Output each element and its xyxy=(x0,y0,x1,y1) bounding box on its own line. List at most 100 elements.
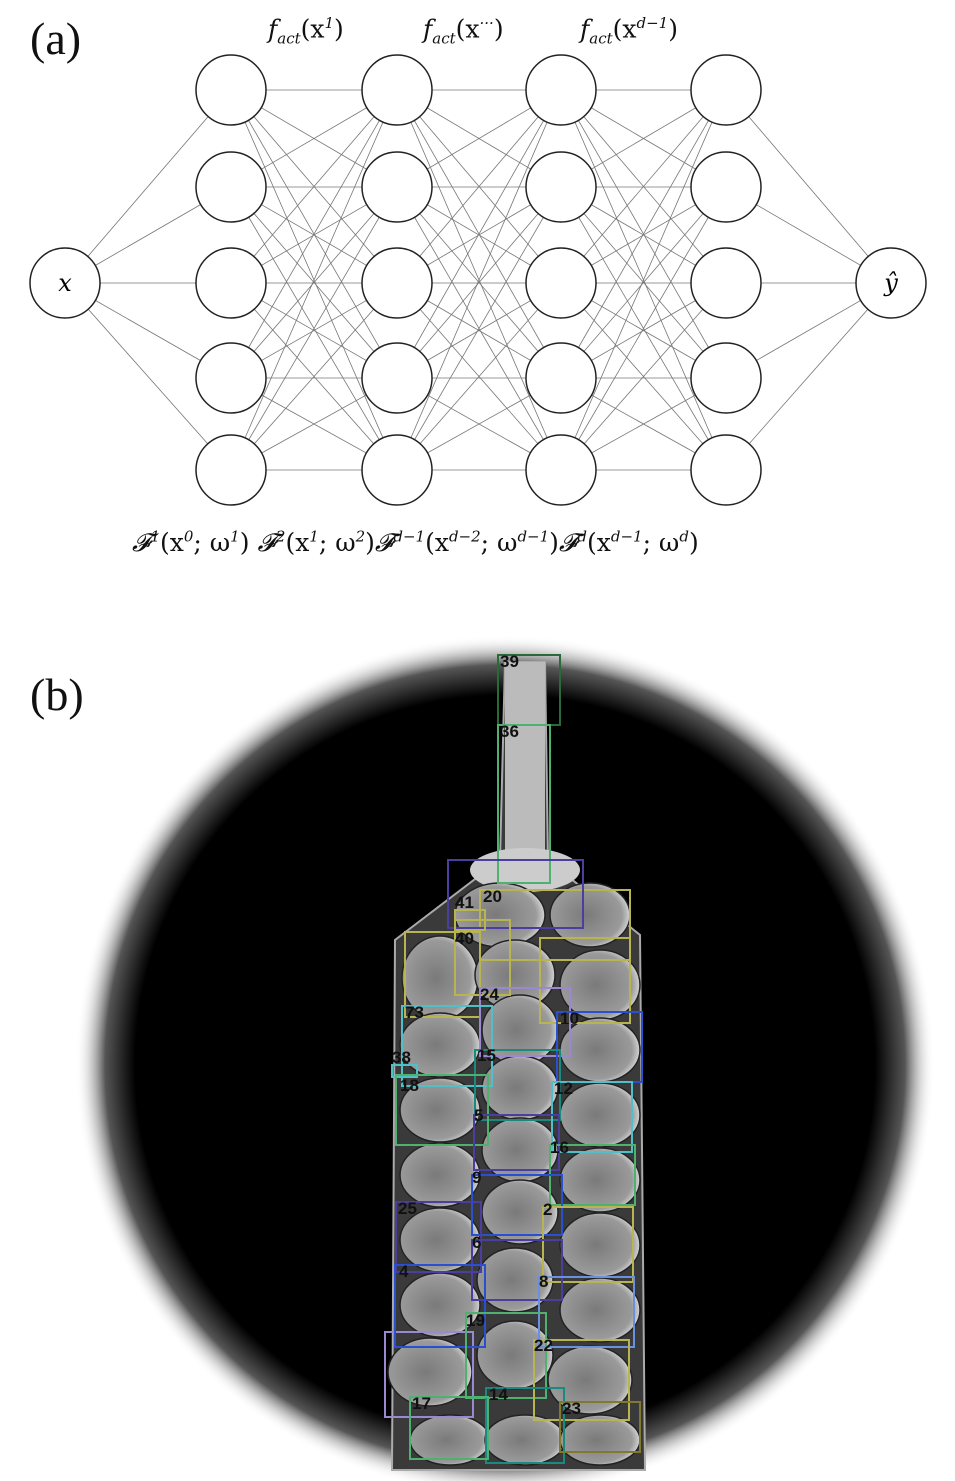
hidden-node-layer-4 xyxy=(690,434,762,506)
cell xyxy=(559,1082,641,1148)
edge xyxy=(725,282,892,471)
detection-box xyxy=(384,1331,474,1418)
edge xyxy=(560,89,727,379)
cell xyxy=(481,994,559,1066)
detection-box xyxy=(559,1401,641,1453)
edge xyxy=(230,89,398,471)
detection-label: 73 xyxy=(405,1003,424,1022)
cell xyxy=(559,1017,641,1083)
detection-label: 4 xyxy=(399,1262,409,1281)
hidden-node-layer-2 xyxy=(361,434,433,506)
detection-box xyxy=(542,1206,634,1283)
detection-box xyxy=(539,937,631,1024)
detection-box xyxy=(471,1174,563,1236)
input-node xyxy=(29,247,101,319)
hidden-node-layer-3 xyxy=(525,342,597,414)
detection-label: 39 xyxy=(500,652,519,671)
detection-box xyxy=(454,919,511,996)
cell xyxy=(401,935,479,1021)
detection-box xyxy=(401,1005,493,1087)
detection-box xyxy=(549,1144,636,1206)
layer-function-3: 𝓕d−1(xd−2; ωd−1) xyxy=(374,528,559,558)
hidden-node-layer-3 xyxy=(525,54,597,126)
cell xyxy=(409,1414,491,1466)
detection-box xyxy=(474,1049,561,1121)
detection-label: 41 xyxy=(455,893,474,912)
detection-label: 36 xyxy=(500,722,519,741)
detection-box xyxy=(395,1201,482,1273)
detection-box xyxy=(479,987,571,1057)
cell xyxy=(481,1179,559,1245)
detection-label: 19 xyxy=(466,1311,485,1330)
edge xyxy=(560,282,727,471)
detection-label: 2 xyxy=(543,1200,552,1219)
detection-box xyxy=(409,1396,489,1460)
activation-label-3: fact(xd−1) xyxy=(580,14,678,48)
cell xyxy=(399,1207,481,1273)
detection-box xyxy=(471,1239,563,1301)
edge xyxy=(396,89,562,379)
cell xyxy=(559,949,641,1021)
cell xyxy=(481,1055,559,1121)
edge xyxy=(560,89,727,284)
hidden-node-layer-1 xyxy=(195,342,267,414)
hidden-node-layer-2 xyxy=(361,151,433,223)
hidden-node-layer-1 xyxy=(195,151,267,223)
cell xyxy=(476,1320,554,1390)
detection-box xyxy=(454,909,486,931)
detection-box xyxy=(473,1114,560,1171)
detection-label: 8 xyxy=(539,1272,548,1291)
detection-label: 5 xyxy=(474,1106,483,1125)
cell xyxy=(387,1337,473,1407)
detection-box xyxy=(479,889,631,961)
hidden-node-layer-1 xyxy=(195,54,267,126)
detection-box xyxy=(404,931,481,1018)
hidden-node-layer-4 xyxy=(690,342,762,414)
edge xyxy=(230,186,398,379)
edge xyxy=(396,186,562,379)
detection-label: 18 xyxy=(400,1076,419,1095)
cell xyxy=(559,1147,641,1213)
cell xyxy=(559,1212,641,1278)
cell xyxy=(549,882,631,948)
output-node-label: ŷ xyxy=(883,269,898,297)
detection-box xyxy=(485,1387,565,1464)
edge xyxy=(64,282,232,471)
detection-box xyxy=(447,859,584,929)
detection-label: 23 xyxy=(562,1399,581,1418)
detection-label: 15 xyxy=(477,1046,496,1065)
hidden-node-layer-4 xyxy=(690,54,762,126)
cell xyxy=(470,848,580,892)
edge xyxy=(560,186,727,379)
layer-function-labels: 𝓕1(x0; ω1) 𝓕2(x1; ω2)𝓕d−1(xd−2; ωd−1)𝓕d(… xyxy=(132,528,699,558)
activation-label-2: fact(x···) xyxy=(423,14,504,48)
edge xyxy=(230,282,398,471)
hidden-node-layer-2 xyxy=(361,54,433,126)
activation-label-1: fact(x1) xyxy=(268,14,344,48)
hidden-node-layer-3 xyxy=(525,434,597,506)
detection-box xyxy=(538,1276,635,1348)
edge xyxy=(396,89,562,284)
detection-label: 24 xyxy=(480,985,499,1004)
detection-label: 17 xyxy=(412,1394,431,1413)
layer-function-4: 𝓕d(xd−1; ωd) xyxy=(558,528,699,558)
cell xyxy=(399,1272,481,1338)
layer-function-1: 𝓕1(x0; ω1) xyxy=(132,528,250,558)
edge xyxy=(64,89,232,284)
detection-label: 22 xyxy=(534,1336,553,1355)
hidden-node-layer-4 xyxy=(690,151,762,223)
edge xyxy=(396,282,562,471)
panel-b-label: (b) xyxy=(30,669,84,720)
cell xyxy=(484,1414,566,1466)
edge xyxy=(230,186,398,471)
detection-label: 20 xyxy=(483,887,502,906)
inlet-channel xyxy=(505,662,545,862)
microchannel-chamber xyxy=(390,661,647,1471)
panel-a-label: (a) xyxy=(30,13,82,64)
edge xyxy=(725,89,892,284)
detection-box xyxy=(533,1339,630,1421)
detection-box xyxy=(395,1074,489,1146)
edge xyxy=(230,89,398,379)
layer-function-2: 𝓕2(x1; ω2) xyxy=(257,528,375,558)
detection-box xyxy=(497,654,561,726)
